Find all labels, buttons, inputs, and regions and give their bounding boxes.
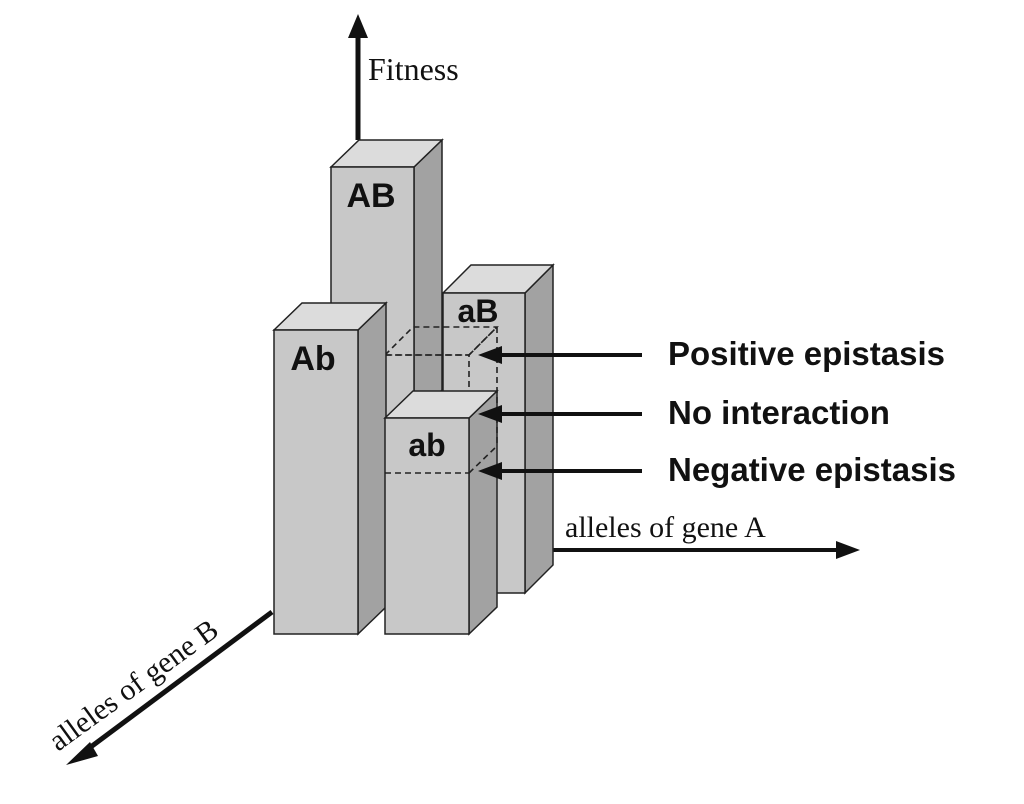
gene-a-axis [525,541,860,559]
fitness-axis-label: Fitness [368,51,459,87]
bar-label-aB: aB [458,293,499,329]
fitness-axis [348,14,368,140]
no-interaction-arrow [478,405,642,423]
negative-epistasis-label: Negative epistasis [668,451,956,488]
gene-a-axis-label: alleles of gene A [565,511,766,544]
gene-b-axis [66,609,274,765]
bar-ab [383,389,499,636]
bar-label-AB: AB [346,177,395,215]
no-interaction-label: No interaction [668,394,890,431]
positive-epistasis-arrow [478,346,642,364]
bar-Ab [272,301,388,636]
negative-epistasis-arrow [478,462,642,480]
bar-label-Ab: Ab [290,340,335,378]
expected-fitness-lines [385,327,498,474]
positive-epistasis-label: Positive epistasis [668,335,945,372]
gene-b-axis-label: alleles of gene B [43,613,225,758]
bar-label-ab: ab [408,427,445,463]
